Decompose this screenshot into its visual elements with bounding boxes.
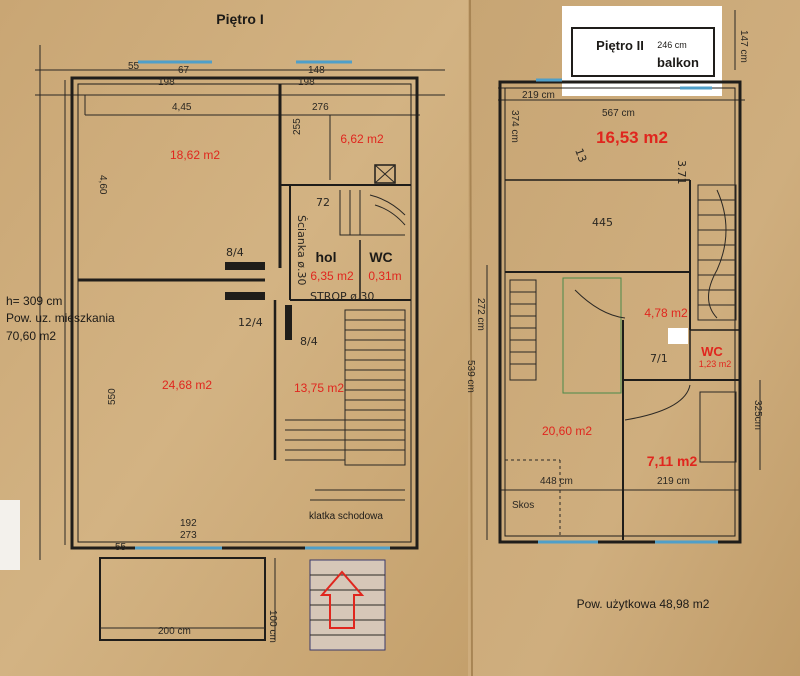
usable-label: Pow. uz. mieszkania bbox=[6, 311, 115, 325]
dim-219-bottom: 219 cm bbox=[657, 476, 690, 487]
usable-area-right: Pow. użytkowa 48,98 m2 bbox=[577, 597, 710, 611]
dim-325: 325cm bbox=[752, 400, 763, 430]
left-staircase bbox=[285, 309, 406, 501]
room-area-hol: 6,35 m2 bbox=[310, 269, 354, 283]
dim-374: 374 cm bbox=[509, 110, 520, 143]
dim-219-top: 219 cm bbox=[522, 90, 555, 101]
right-plan: Piętro II 246 cm balkon bbox=[465, 6, 763, 611]
dim-198-b: 198 bbox=[298, 77, 315, 88]
usable-value: 70,60 m2 bbox=[6, 329, 56, 343]
room-area-living-top: 18,62 m2 bbox=[170, 148, 220, 162]
room-name-wc-left: WC bbox=[369, 249, 392, 265]
dim-255: 255 bbox=[292, 118, 303, 135]
note-72: 72 bbox=[316, 196, 330, 209]
dim-539: 539 cm bbox=[465, 360, 476, 393]
dim-192: 192 bbox=[180, 518, 197, 529]
note-12-4: 12/4 bbox=[238, 316, 263, 329]
dim-276: 276 bbox=[312, 102, 329, 113]
room-area-living-bottom: 24,68 m2 bbox=[162, 378, 212, 392]
balcony-width: 246 cm bbox=[657, 40, 687, 50]
room-area-top: 16,53 m2 bbox=[596, 128, 668, 147]
left-plan: Piętro I bbox=[6, 11, 445, 651]
note-vertical: Ścianka ø.30 bbox=[295, 215, 308, 285]
dim-272: 272 cm bbox=[475, 298, 486, 331]
dim-460: 4,60 bbox=[97, 175, 108, 195]
right-plan-title: Piętro II bbox=[596, 38, 644, 53]
paper-white-corner bbox=[0, 500, 20, 570]
dim-147: 147 cm bbox=[738, 30, 749, 63]
room-area-hall-right: 4,78 m2 bbox=[644, 306, 688, 320]
room-area-kitchen: 6,62 m2 bbox=[340, 132, 384, 146]
paper-left bbox=[0, 0, 468, 676]
stair-label: klatka schodowa bbox=[309, 511, 383, 522]
green-outline bbox=[562, 277, 622, 394]
room-area-main: 20,60 m2 bbox=[542, 424, 592, 438]
paper-fold bbox=[469, 0, 473, 676]
dim-67: 67 bbox=[178, 65, 190, 76]
note-13: 13 bbox=[572, 147, 589, 165]
note-skos: Skos bbox=[512, 500, 534, 511]
balcony-label: balkon bbox=[657, 55, 699, 70]
dim-148: 148 bbox=[308, 65, 325, 76]
note-7-1: 7/1 bbox=[650, 352, 668, 365]
right-straight-stairs bbox=[509, 279, 537, 381]
note-8-4-b: 8/4 bbox=[300, 335, 318, 348]
dim-567: 567 cm bbox=[602, 108, 635, 119]
left-plan-title: Piętro I bbox=[216, 11, 263, 27]
note-horizontal: STROP ø.30 bbox=[310, 290, 374, 303]
chimney bbox=[374, 164, 396, 184]
room-area-wc-right: 1,23 m2 bbox=[699, 359, 732, 369]
dim-448: 448 cm bbox=[540, 476, 573, 487]
room-name-hol: hol bbox=[316, 249, 337, 265]
wc-white-marker bbox=[668, 328, 688, 344]
dim-55-bottom: 55 bbox=[115, 542, 127, 553]
right-spiral-stairs bbox=[697, 184, 737, 321]
room-area-wc-left: 0,31m bbox=[368, 269, 401, 283]
dim-273: 273 bbox=[180, 530, 197, 541]
dim-100: 100 cm bbox=[267, 610, 278, 643]
paper-right bbox=[468, 0, 800, 676]
wall-stub-2 bbox=[225, 292, 265, 300]
dim-200: 200 cm bbox=[158, 626, 191, 637]
dim-198-a: 198 bbox=[158, 77, 175, 88]
dim-445: 4,45 bbox=[172, 102, 192, 113]
room-area-small: 7,11 m2 bbox=[647, 453, 698, 469]
room-name-wc-right: WC bbox=[701, 344, 723, 359]
note-8-4-a: 8/4 bbox=[226, 246, 244, 259]
entrance-arrow-icon bbox=[319, 570, 365, 629]
height-label: h= 309 cm bbox=[6, 294, 62, 308]
room-area-hall: 13,75 m2 bbox=[294, 381, 344, 395]
dim-371: 3.71 bbox=[675, 160, 688, 185]
dim-550: 550 bbox=[107, 388, 118, 405]
dim-445-right: 445 bbox=[592, 216, 613, 229]
wall-stub-1 bbox=[225, 262, 265, 270]
dim-55-top: 55 bbox=[128, 61, 140, 72]
wall-stub-3 bbox=[285, 305, 292, 340]
